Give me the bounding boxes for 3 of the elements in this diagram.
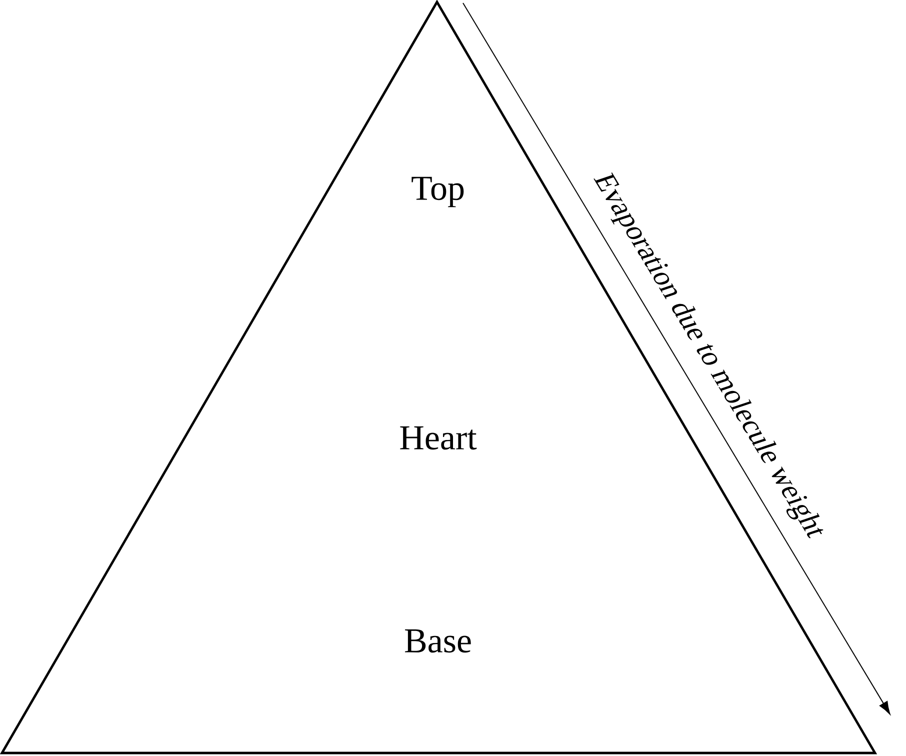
layer-label: Top [412,176,464,208]
layer-label: Base [405,629,471,653]
layer-label: Heart [400,426,477,450]
